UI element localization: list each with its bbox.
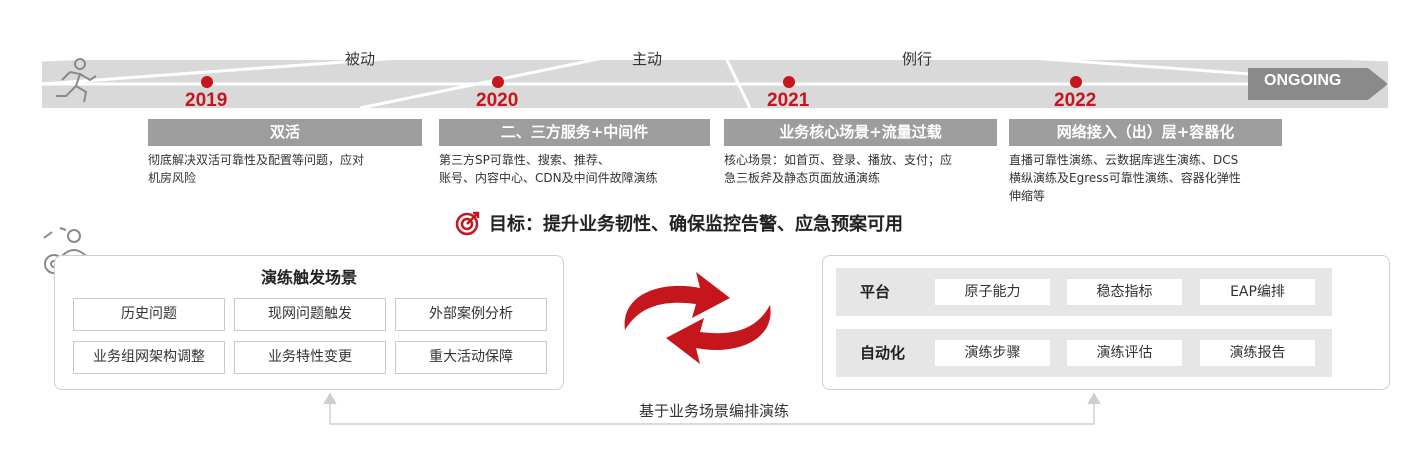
era-desc-2: 第三方SP可靠性、搜索、推荐、账号、内容中心、CDN及中间件故障演练	[439, 153, 658, 185]
year-dot-2021	[783, 76, 795, 88]
platform-item: EAP编排	[1200, 279, 1315, 305]
year-dot-2020	[492, 76, 504, 88]
target-icon	[455, 211, 480, 236]
scenario-item: 业务特性变更	[234, 341, 386, 374]
scenario-item: 现网问题触发	[234, 298, 386, 331]
timeline-fan-lines	[41, 33, 1389, 110]
platform-item: 稳态指标	[1067, 279, 1182, 305]
automation-item: 演练步骤	[935, 340, 1050, 366]
scenario-item: 外部案例分析	[395, 298, 547, 331]
cycle-arrows-icon	[624, 272, 771, 364]
era-title-3: 业务核心场景+流量过载	[724, 119, 997, 146]
automation-item: 演练报告	[1200, 340, 1315, 366]
runner-icon	[56, 58, 97, 103]
year-label-2021: 2021	[767, 90, 810, 111]
era-desc-3: 核心场景：如首页、登录、播放、支付；应急三板斧及静态页面放通演练	[724, 153, 953, 185]
ongoing-label: ONGOING	[1264, 72, 1342, 89]
phase-label-routine: 例行	[902, 50, 933, 68]
year-label-2022: 2022	[1054, 90, 1097, 111]
platform-item: 原子能力	[935, 279, 1050, 305]
scenario-item: 业务组网架构调整	[73, 341, 225, 374]
automation-item: 演练评估	[1067, 340, 1182, 366]
platform-row: 平台 原子能力 稳态指标 EAP编排	[836, 268, 1332, 316]
year-label-2020: 2020	[476, 90, 519, 111]
bottom-connector	[323, 392, 1101, 425]
era-title-2: 二、三方服务+中间件	[439, 119, 710, 146]
phase-label-passive: 被动	[345, 50, 376, 68]
year-dot-2022	[1070, 76, 1082, 88]
scenario-item: 历史问题	[73, 298, 225, 331]
era-desc-1: 彻底解决双活可靠性及配置等问题，应对机房风险	[148, 153, 365, 185]
trigger-scenarios-panel: 演练触发场景 历史问题 现网问题触发 外部案例分析 业务组网架构调整 业务特性变…	[54, 255, 564, 390]
era-title-1: 双活	[148, 119, 422, 146]
era-title-4: 网络接入（出）层+容器化	[1009, 119, 1282, 146]
automation-row-label: 自动化	[860, 344, 906, 362]
bottom-label: 基于业务场景编排演练	[638, 402, 789, 420]
goal-text: 目标：提升业务韧性、确保监控告警、应急预案可用	[489, 214, 903, 235]
platform-row-label: 平台	[860, 283, 891, 301]
ongoing-arrow	[1248, 68, 1388, 100]
scenarios-title: 演练触发场景	[260, 268, 357, 287]
goal-statement: 目标：提升业务韧性、确保监控告警、应急预案可用	[455, 210, 903, 236]
year-dot-2019	[201, 76, 213, 88]
automation-row: 自动化 演练步骤 演练评估 演练报告	[836, 329, 1332, 377]
scenario-item: 重大活动保障	[395, 341, 547, 374]
phase-label-active: 主动	[632, 50, 663, 68]
year-label-2019: 2019	[185, 90, 228, 111]
